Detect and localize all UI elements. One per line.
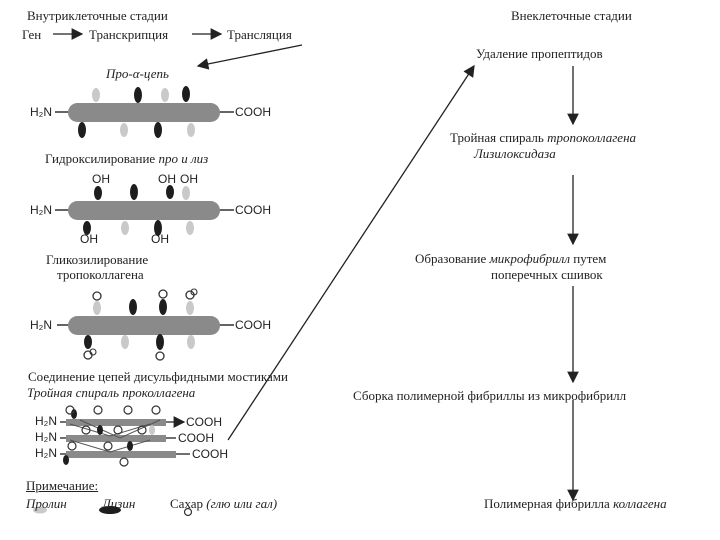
step3-suffix: путем xyxy=(573,251,607,266)
legend-proline-shape xyxy=(33,506,47,514)
proline-mark xyxy=(92,88,100,102)
glycosylation-label-2: тропоколлагена xyxy=(57,267,144,282)
sugar-mark xyxy=(92,291,102,301)
step-remove-propeptides: Удаление пропептидов xyxy=(476,46,603,61)
legend-proline-label: Пролин xyxy=(26,496,67,511)
step3-prefix: Образование xyxy=(415,251,487,266)
translation-label: Трансляция xyxy=(227,27,292,42)
step-microfibril-formation: Образование микрофибрилл путем xyxy=(415,251,606,266)
cooh-label: COOH xyxy=(186,415,222,429)
hydroxylation-prefix: Гидроксилирование xyxy=(45,151,156,166)
cooh-label: COOH xyxy=(192,447,228,461)
h2n-label: H₂N xyxy=(35,430,57,444)
oh-label: OH xyxy=(180,172,198,186)
sugar-mark xyxy=(158,289,168,299)
legend-sugar-shape xyxy=(183,507,193,517)
h2n-label: H₂N xyxy=(30,105,52,119)
h2n-label: H₂N xyxy=(35,446,57,460)
proline-mark xyxy=(187,123,195,137)
h2n-label: H₂N xyxy=(35,414,57,428)
h2n-label: H₂N xyxy=(30,203,52,217)
hydroxylation-label: Гидроксилирование про и лиз xyxy=(45,151,208,166)
procollagen-triple-helix xyxy=(60,405,190,467)
pro-chain-label: Про-α-цепь xyxy=(106,66,169,81)
note-title: Примечание: xyxy=(26,478,99,493)
proline-mark xyxy=(120,123,128,137)
lysine-mark xyxy=(134,87,142,103)
step3-italic: микрофибрилл xyxy=(489,251,570,266)
gene-label: Ген xyxy=(22,27,42,42)
cooh-label: COOH xyxy=(235,105,271,119)
transcription-label: Транскрипция xyxy=(89,27,169,42)
oh-label: OH xyxy=(92,172,110,186)
h2n-label: H₂N xyxy=(30,318,52,332)
oh-label: OH xyxy=(151,232,169,246)
sugar-mark xyxy=(83,350,93,360)
intracellular-header: Внутриклеточные стадии xyxy=(27,8,168,23)
cooh-label: COOH xyxy=(235,203,271,217)
lysine-mark xyxy=(182,86,190,102)
step-tropocollagen-helix: Тройная спираль тропоколлагена xyxy=(450,130,636,145)
triple-helix-label: Тройная спираль проколлагена xyxy=(27,385,196,400)
proline-mark xyxy=(161,88,169,102)
cooh-label: COOH xyxy=(235,318,271,332)
legend-sugar-italic: (глю или гал) xyxy=(206,496,278,511)
step2-prefix: Тройная спираль xyxy=(450,130,544,145)
step-polymer-assembly: Сборка полимерной фибриллы из микрофибри… xyxy=(353,388,627,403)
pro-alpha-chain xyxy=(55,86,234,138)
legend-sugar-label: Сахар (глю или гал) xyxy=(170,496,277,511)
extracellular-header: Внеклеточные стадии xyxy=(511,8,632,23)
lysine-mark xyxy=(78,122,86,138)
legend-lysine-label: Лизин xyxy=(102,496,136,511)
glycosylated-chain xyxy=(57,288,234,361)
step5-italic: коллагена xyxy=(613,496,667,511)
lysine-mark xyxy=(154,122,162,138)
cooh-label: COOH xyxy=(178,431,214,445)
arrow-helix-to-extracellular xyxy=(227,64,475,441)
sugar-mark xyxy=(190,288,198,296)
sugar-mark xyxy=(89,348,97,356)
hydroxylation-italic: про и лиз xyxy=(158,151,209,166)
sugar-mark xyxy=(155,351,165,361)
glycosylation-label-1: Гликозилирование xyxy=(46,252,149,267)
legend-sugar-prefix: Сахар xyxy=(170,496,204,511)
arrow-translation-pro-chain xyxy=(196,44,303,70)
step2-italic: тропоколлагена xyxy=(547,130,637,145)
oh-label: OH xyxy=(80,232,98,246)
step5-prefix: Полимерная фибрилла xyxy=(484,496,610,511)
disulfide-label: Соединение цепей дисульфидными мостиками xyxy=(28,369,288,384)
oh-label: OH xyxy=(158,172,176,186)
enzyme-lysyl-oxidase: Лизилоксидаза xyxy=(474,146,556,161)
legend-lysine-shape xyxy=(99,506,121,514)
step-microfibril-line2: поперечных сшивок xyxy=(491,267,603,282)
hydroxylated-chain xyxy=(55,184,234,236)
step-polymer-fibril: Полимерная фибрилла коллагена xyxy=(484,496,667,511)
